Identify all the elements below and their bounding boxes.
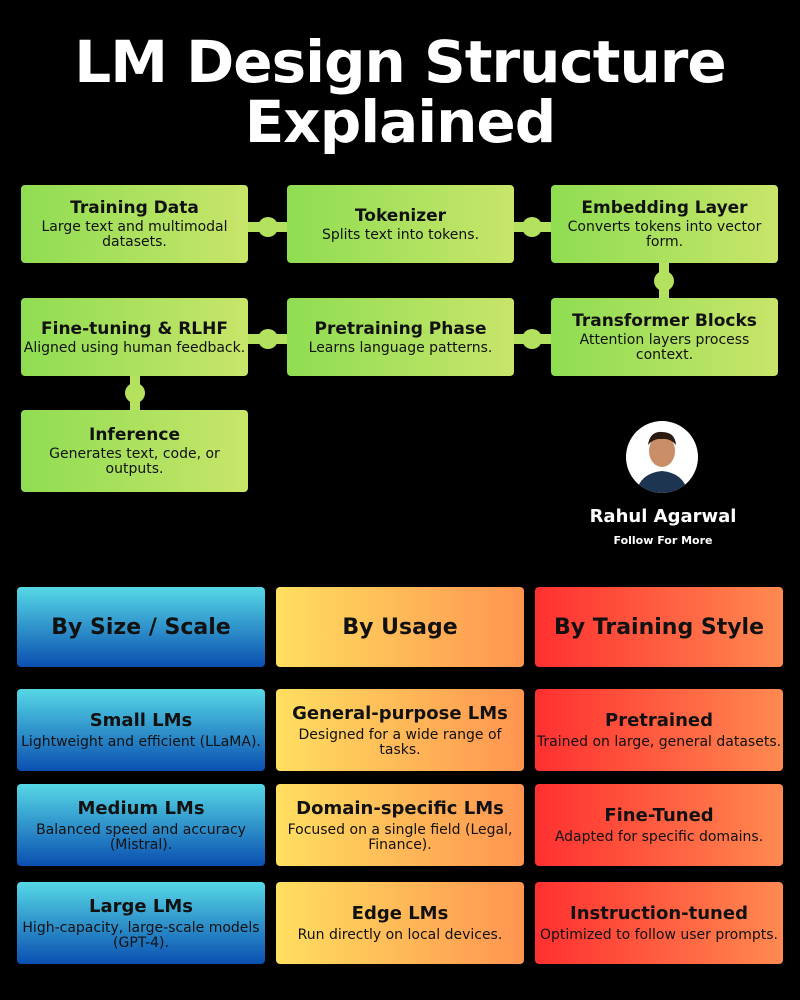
- card-title: Fine-Tuned: [604, 805, 714, 826]
- header-label: By Training Style: [553, 614, 765, 640]
- follow-cta: Follow For More: [613, 534, 713, 547]
- connector-dot: [522, 329, 542, 349]
- step-desc: Generates text, code, or outputs.: [49, 446, 220, 477]
- step-desc: Large text and multimodal datasets.: [41, 219, 228, 250]
- card-desc: Optimized to follow user prompts.: [540, 927, 778, 943]
- connector-dot: [258, 329, 278, 349]
- step-title: Tokenizer: [354, 205, 447, 226]
- connector-dot: [125, 383, 145, 403]
- card-title: Edge LMs: [351, 903, 449, 924]
- person-avatar-icon: [636, 431, 688, 493]
- page-title-line1: LM Design Structure: [74, 28, 726, 96]
- category-header-training: By Training Style: [535, 587, 783, 667]
- card-title: Medium LMs: [77, 797, 205, 819]
- step-title: Fine-tuning & RLHF: [41, 318, 228, 339]
- connector-dot: [522, 217, 542, 237]
- step-desc: Aligned using human feedback.: [23, 339, 246, 356]
- card-title: Large LMs: [89, 895, 193, 917]
- header-label: By Size / Scale: [51, 614, 231, 640]
- step-title: Training Data: [70, 198, 199, 218]
- step-title: Pretraining Phase: [314, 318, 487, 339]
- card-desc: Balanced speed and accuracy (Mistral).: [36, 821, 246, 853]
- step-desc: Converts tokens into vector form.: [567, 219, 762, 250]
- card-desc: Focused on a single field (Legal, Financ…: [287, 821, 513, 853]
- page-title-line2: Explained: [244, 88, 557, 156]
- connector-dot: [258, 217, 278, 237]
- category-header-size: By Size / Scale: [17, 587, 265, 667]
- card-desc: High-capacity, large-scale models (GPT-4…: [22, 919, 260, 951]
- card-desc: Lightweight and efficient (LLaMA).: [21, 734, 261, 750]
- step-title: Transformer Blocks: [572, 311, 757, 331]
- card-title: Domain-specific LMs: [296, 797, 504, 819]
- connector-dot: [654, 271, 674, 291]
- step-desc: Splits text into tokens.: [321, 226, 480, 243]
- card-title: Instruction-tuned: [570, 903, 748, 924]
- step-title: Inference: [89, 425, 180, 445]
- author-name: Rahul Agarwal: [589, 506, 737, 527]
- step-desc: Learns language patterns.: [308, 339, 493, 356]
- step-title: Embedding Layer: [581, 198, 748, 218]
- card-title: General-purpose LMs: [292, 702, 508, 724]
- header-label: By Usage: [342, 614, 458, 640]
- category-header-usage: By Usage: [276, 587, 524, 667]
- card-desc: Trained on large, general datasets.: [536, 734, 782, 750]
- card-desc: Adapted for specific domains.: [554, 829, 764, 845]
- avatar: [626, 421, 698, 493]
- card-desc: Run directly on local devices.: [297, 927, 503, 943]
- card-title: Pretrained: [605, 710, 713, 731]
- card-desc: Designed for a wide range of tasks.: [298, 726, 502, 758]
- step-desc: Attention layers process context.: [579, 332, 750, 363]
- card-title: Small LMs: [89, 710, 193, 731]
